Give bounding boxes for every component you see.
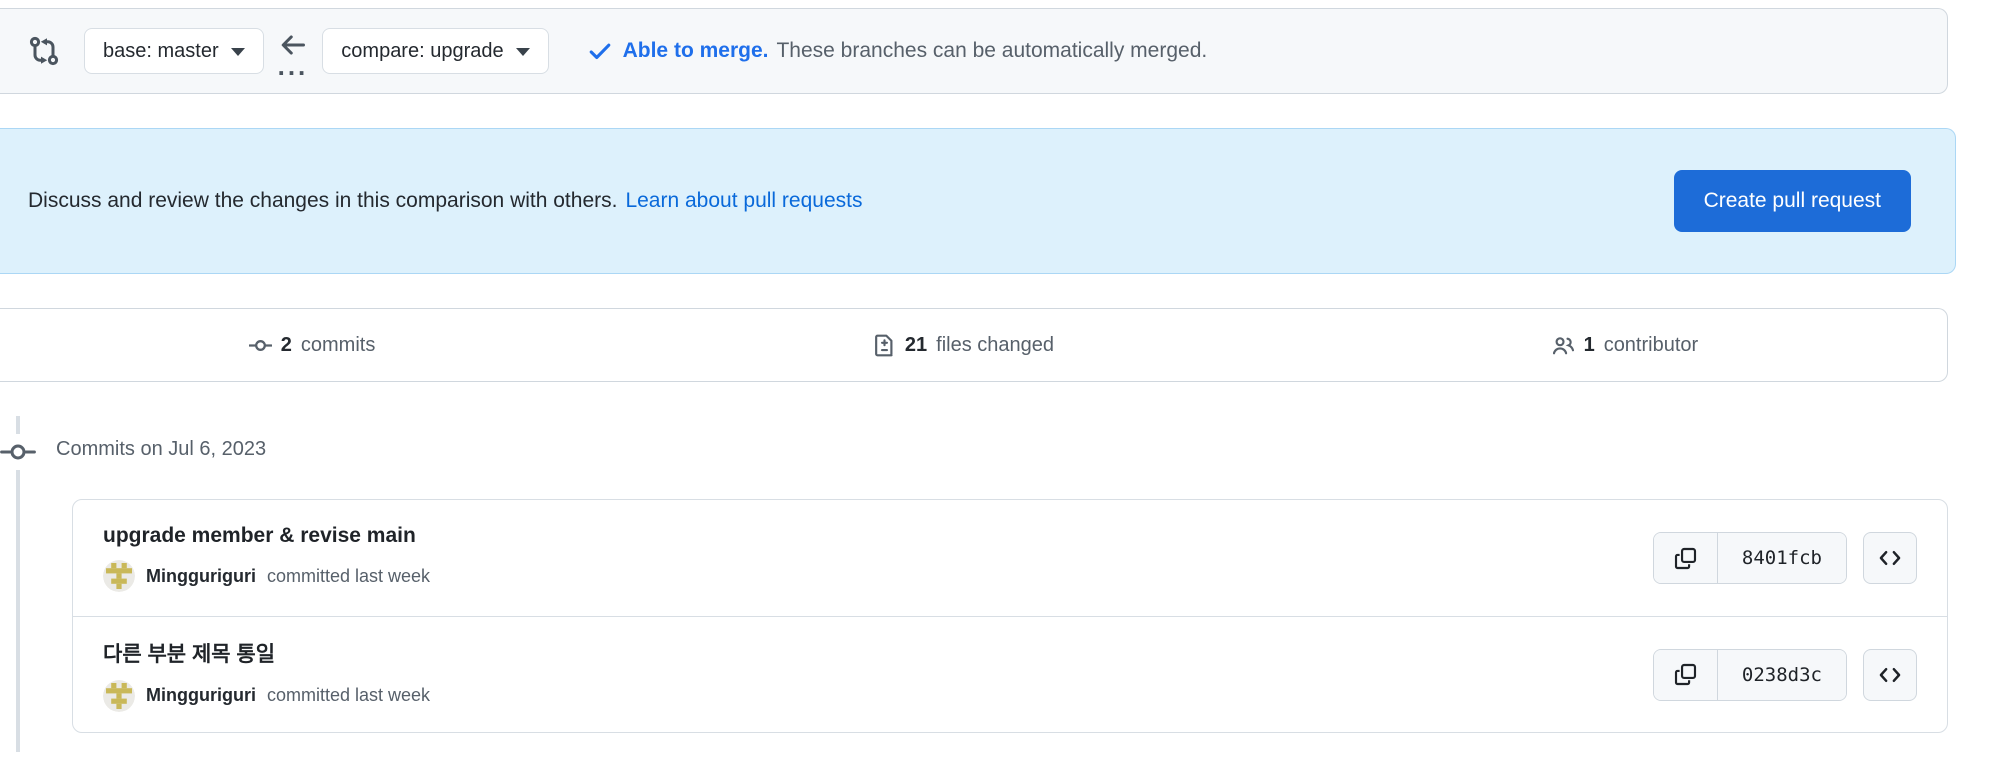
pull-request-banner: Discuss and review the changes in this c… [0, 128, 1956, 274]
learn-about-pull-requests-link[interactable]: Learn about pull requests [625, 189, 863, 212]
copy-icon [1674, 547, 1697, 570]
check-icon [587, 38, 613, 64]
commit-title-link[interactable]: upgrade member & revise main [103, 524, 416, 547]
commit-row: 다른 부분 제목 통일 [73, 616, 1947, 732]
commit-author-link[interactable]: Mingguriguri [146, 685, 256, 705]
avatar[interactable] [103, 560, 135, 592]
base-branch-label: base: master [103, 39, 219, 62]
commit-meta-text: committed last week [266, 685, 431, 705]
files-changed-label: files changed [936, 333, 1055, 356]
caret-down-icon [515, 48, 530, 56]
browse-code-button[interactable] [1863, 648, 1917, 701]
files-changed-stat[interactable]: 21 files changed [873, 334, 1054, 357]
comparison-stats-bar: 2 commits 21 files changed 1 contributor [0, 308, 1948, 382]
commit-hash-group: 8401fcb [1652, 532, 1847, 584]
merge-status: Able to merge. These branches can be aut… [587, 38, 1208, 64]
copy-icon [1674, 663, 1697, 686]
merge-status-text: Able to merge. [622, 39, 769, 62]
commit-sha-link[interactable]: 8401fcb [1717, 533, 1846, 583]
avatar[interactable] [103, 679, 135, 712]
create-pull-request-button[interactable]: Create pull request [1673, 170, 1911, 232]
contributor-label: contributor [1603, 333, 1699, 356]
git-compare-icon [28, 35, 60, 67]
contributor-count: 1 [1583, 333, 1595, 356]
code-icon [1879, 664, 1901, 686]
git-commit-icon [248, 334, 272, 357]
commit-title-link[interactable]: 다른 부분 제목 통일 [103, 642, 276, 666]
commits-stat[interactable]: 2 commits [248, 333, 376, 357]
commit-actions: 0238d3c [1652, 648, 1917, 701]
commit-meta-text: committed last week [266, 565, 431, 586]
commit-row: upgrade member & revise main [73, 500, 1947, 616]
files-changed-count: 21 [904, 333, 928, 356]
people-icon [1552, 334, 1575, 357]
commit-meta: Mingguriguri committed last week [103, 560, 430, 592]
code-icon [1879, 547, 1901, 569]
banner-message: Discuss and review the changes in this c… [28, 189, 618, 212]
commit-meta: Mingguriguri committed last week [103, 679, 431, 712]
commit-sha-link[interactable]: 0238d3c [1717, 649, 1846, 700]
commits-count: 2 [280, 333, 292, 356]
commit-author-link[interactable]: Mingguriguri [146, 565, 256, 586]
commits-label: commits [300, 333, 376, 356]
commit-actions: 8401fcb [1652, 532, 1917, 584]
commit-hash-group: 0238d3c [1652, 648, 1847, 701]
copy-sha-button[interactable] [1653, 649, 1718, 700]
caret-down-icon [230, 48, 245, 56]
commits-date-heading: Commits on Jul 6, 2023 [56, 438, 267, 460]
compare-branch-button[interactable]: compare: upgrade [322, 28, 549, 74]
commit-info: 다른 부분 제목 통일 [103, 638, 430, 712]
compare-branch-label: compare: upgrade [341, 39, 504, 62]
file-diff-icon [873, 334, 896, 357]
commits-list: upgrade member & revise main [72, 499, 1948, 733]
compare-range: ... [277, 31, 309, 81]
base-branch-button[interactable]: base: master [84, 28, 264, 74]
timeline-line [16, 416, 20, 752]
contributor-stat[interactable]: 1 contributor [1552, 333, 1699, 357]
compare-branch-bar: base: master ... compare: upgrade Able t… [0, 8, 1948, 94]
range-dots: ... [277, 51, 309, 81]
copy-sha-button[interactable] [1653, 533, 1718, 583]
commit-info: upgrade member & revise main [103, 524, 430, 592]
browse-code-button[interactable] [1863, 532, 1917, 584]
merge-status-detail: These branches can be automatically merg… [776, 39, 1208, 62]
arrow-left-icon [279, 31, 307, 59]
git-commit-node-icon [0, 434, 36, 470]
